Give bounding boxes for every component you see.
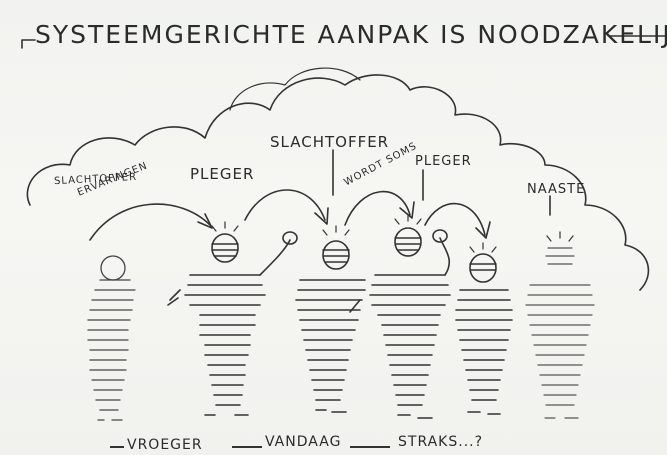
label-slachtoffer: SLACHTOFFER (270, 133, 390, 151)
timeline-dash (350, 446, 390, 448)
timeline-dash (110, 446, 124, 448)
timeline-vandaag: VANDAAG (265, 434, 342, 450)
timeline-straks: STRAKS...? (398, 434, 484, 450)
timeline-dash (232, 446, 262, 448)
label-pleger: PLEGER (190, 165, 255, 183)
page-title: SYSTEEMGERICHTE AANPAK IS NOODZAKELIJK (35, 20, 667, 49)
label-pleger-2: PLEGER (415, 154, 472, 169)
timeline-vroeger: VROEGER (127, 437, 203, 453)
label-naaste: NAASTE (527, 182, 586, 197)
